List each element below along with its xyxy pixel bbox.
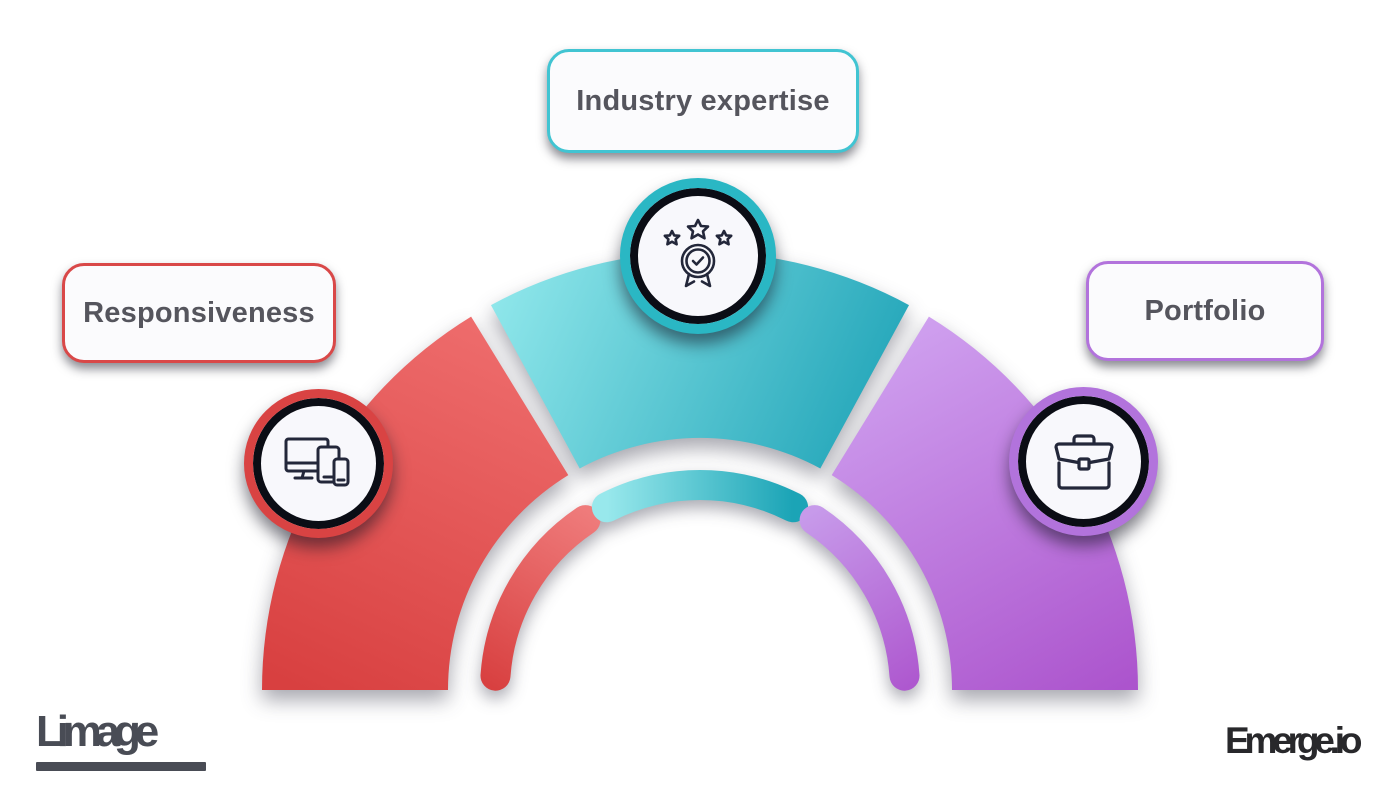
label-text-responsiveness: Responsiveness <box>83 296 315 329</box>
watermark-logo-right: Emerge.io <box>1225 720 1362 761</box>
label-card-responsiveness: Responsiveness <box>62 263 336 363</box>
label-card-industry-expertise: Industry expertise <box>547 49 859 153</box>
arc-segment-industry-expertise <box>491 252 909 469</box>
inner-arc-red <box>480 505 601 691</box>
inner-arc-purple <box>799 505 920 691</box>
watermark-underline <box>36 762 206 771</box>
badge-portfolio <box>1009 387 1158 536</box>
arc-segment-portfolio <box>831 316 1138 690</box>
label-text-portfolio: Portfolio <box>1144 294 1266 327</box>
inner-arc-teal <box>591 470 809 523</box>
award-medal-icon <box>659 218 737 294</box>
arc-segment-responsiveness <box>262 316 569 690</box>
badge-industry-expertise <box>620 178 776 334</box>
label-card-portfolio: Portfolio <box>1086 261 1324 361</box>
badge-responsiveness <box>244 389 393 538</box>
label-text-industry-expertise: Industry expertise <box>576 84 830 117</box>
watermark-logo-left: Limage <box>36 707 159 756</box>
devices-icon <box>282 433 356 495</box>
briefcase-icon <box>1051 431 1117 493</box>
